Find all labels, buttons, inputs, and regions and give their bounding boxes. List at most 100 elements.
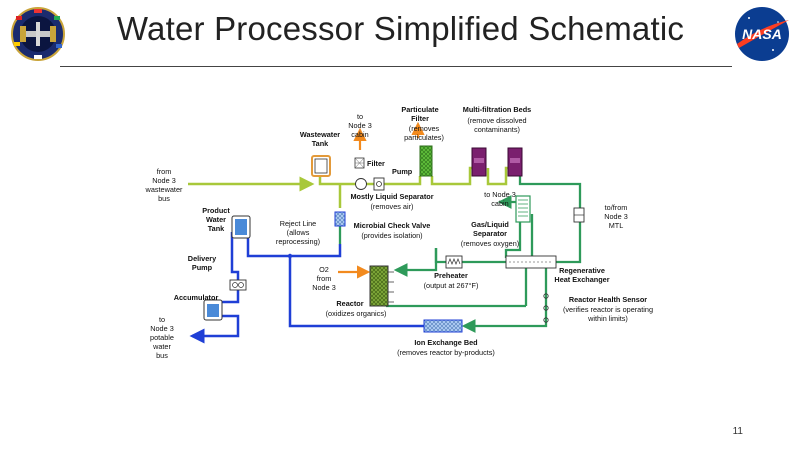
particulate-filter-label: Particulate Filter (removes particulates…	[401, 105, 444, 142]
svg-text:Preheater: Preheater	[434, 271, 468, 280]
from-node3-wastewater-label: from Node 3 wastewater bus	[145, 167, 183, 203]
svg-text:bus: bus	[156, 351, 168, 360]
multifiltration-bed-1	[471, 147, 487, 177]
svg-text:Delivery: Delivery	[188, 254, 217, 263]
reactor-label: Reactor (oxidizes organics)	[326, 299, 387, 318]
svg-text:(verifies reactor is operating: (verifies reactor is operating	[563, 305, 653, 314]
svg-text:Tank: Tank	[312, 139, 329, 148]
svg-text:Node 3: Node 3	[604, 212, 628, 221]
svg-text:to/from: to/from	[605, 203, 628, 212]
svg-text:Heat Exchanger: Heat Exchanger	[554, 275, 609, 284]
accumulator-label: Accumulator	[174, 293, 219, 302]
nasa-logo: NASA	[731, 4, 793, 64]
slide-title: Water Processor Simplified Schematic	[116, 10, 685, 47]
svg-text:Gas/Liquid: Gas/Liquid	[471, 220, 509, 229]
regenerative-heat-exchanger-label: Regenerative Heat Exchanger	[554, 266, 609, 284]
svg-text:Filter: Filter	[411, 114, 429, 123]
svg-text:(oxidizes organics): (oxidizes organics)	[326, 309, 387, 318]
svg-text:Separator: Separator	[473, 229, 507, 238]
reactor-health-sensor-icon	[543, 293, 549, 323]
to-node3-cabin-mid-label: to Node 3 cabin	[484, 190, 516, 208]
svg-text:Reactor: Reactor	[336, 299, 363, 308]
svg-text:reprocessing): reprocessing)	[276, 237, 320, 246]
svg-text:contaminants): contaminants)	[474, 125, 520, 134]
multifiltration-beds-label: Multi-filtration Beds (remove dissolved …	[463, 105, 532, 134]
to-node3-potable-label: to Node 3 potable water bus	[150, 315, 174, 360]
svg-text:(removes oxygen): (removes oxygen)	[461, 239, 519, 248]
air-oxygen-arrows	[338, 121, 425, 279]
ion-exchange-bed-label: Ion Exchange Bed (removes reactor by-pro…	[397, 338, 495, 357]
svg-text:Node 3: Node 3	[150, 324, 174, 333]
svg-text:(removes air): (removes air)	[371, 202, 414, 211]
reactor-health-sensor-label: Reactor Health Sensor (verifies reactor …	[563, 295, 653, 323]
reactor-icon	[369, 265, 394, 307]
svg-text:from: from	[317, 274, 332, 283]
svg-text:water: water	[152, 342, 171, 351]
svg-text:(allows: (allows	[287, 228, 310, 237]
svg-text:Pump: Pump	[192, 263, 213, 272]
svg-text:(remove dissolved: (remove dissolved	[467, 116, 526, 125]
preheater-icon	[445, 255, 463, 269]
svg-text:Product: Product	[202, 206, 230, 215]
wastewater-lines	[188, 166, 512, 208]
svg-text:within limits): within limits)	[587, 314, 628, 323]
svg-text:Reactor Health Sensor: Reactor Health Sensor	[569, 295, 647, 304]
o2-from-node3-label: O2 from Node 3	[312, 265, 336, 292]
accumulator-icon	[203, 299, 223, 321]
svg-text:to Node 3: to Node 3	[484, 190, 516, 199]
mostly-liquid-separator-icon	[355, 178, 367, 190]
product-water-tank	[231, 215, 251, 239]
svg-text:Wastewater: Wastewater	[300, 130, 340, 139]
svg-text:Reject Line: Reject Line	[280, 219, 317, 228]
svg-text:(output at 267°F): (output at 267°F)	[424, 281, 479, 290]
reject-line-label: Reject Line (allows reprocessing)	[276, 219, 320, 246]
svg-text:cabin: cabin	[351, 130, 368, 139]
wastewater-tank-label: Wastewater Tank	[300, 130, 340, 148]
iss-patch-logo	[10, 6, 66, 62]
gas-liquid-separator-label: Gas/Liquid Separator (removes oxygen)	[461, 220, 519, 248]
delivery-pump-label: Delivery Pump	[188, 254, 217, 272]
mostly-liquid-separator-label: Mostly Liquid Separator (removes air)	[350, 192, 433, 211]
svg-text:from: from	[157, 167, 172, 176]
svg-text:(removes: (removes	[409, 124, 440, 133]
title-divider	[60, 66, 732, 67]
svg-text:to: to	[159, 315, 165, 324]
nasa-logo-text: NASA	[742, 26, 782, 42]
svg-text:MTL: MTL	[609, 221, 624, 230]
svg-text:Tank: Tank	[208, 224, 225, 233]
reject-line-junction	[287, 253, 293, 259]
pump-label: Pump	[392, 167, 413, 176]
gas-liquid-separator-icon	[515, 195, 531, 223]
filter-hatch	[354, 157, 365, 169]
microbial-check-valve-label: Microbial Check Valve (provides isolatio…	[354, 221, 431, 240]
regenerative-heat-exchanger-icon	[505, 255, 557, 269]
svg-text:O2: O2	[319, 265, 329, 274]
preheater-label: Preheater (output at 267°F)	[424, 271, 479, 290]
wastewater-tank	[311, 155, 331, 177]
svg-text:Water: Water	[206, 215, 226, 224]
page-number: 11	[732, 426, 743, 437]
filter-label: Filter	[367, 159, 385, 168]
svg-text:(provides isolation): (provides isolation)	[361, 231, 422, 240]
svg-text:Regenerative: Regenerative	[559, 266, 605, 275]
svg-text:cabin: cabin	[491, 199, 508, 208]
to-from-node3-mtl-label: to/from Node 3 MTL	[604, 203, 628, 230]
svg-text:Multi-filtration Beds: Multi-filtration Beds	[463, 105, 532, 114]
to-node3-cabin-top-label: to Node 3 cabin	[348, 112, 372, 139]
multifiltration-bed-2	[507, 147, 523, 177]
product-water-tank-label: Product Water Tank	[202, 206, 230, 233]
svg-text:Particulate: Particulate	[401, 105, 438, 114]
svg-text:(removes reactor by-products): (removes reactor by-products)	[397, 348, 495, 357]
pump-icon	[373, 177, 385, 191]
svg-text:Node 3: Node 3	[312, 283, 336, 292]
microbial-check-valve-icon	[334, 211, 346, 227]
svg-text:potable: potable	[150, 333, 174, 342]
product-lines	[189, 232, 424, 344]
svg-text:Mostly Liquid Separator: Mostly Liquid Separator	[350, 192, 433, 201]
svg-text:Microbial Check Valve: Microbial Check Valve	[354, 221, 431, 230]
process-lines	[338, 176, 582, 333]
svg-text:Node 3: Node 3	[152, 176, 176, 185]
svg-text:to: to	[357, 112, 363, 121]
